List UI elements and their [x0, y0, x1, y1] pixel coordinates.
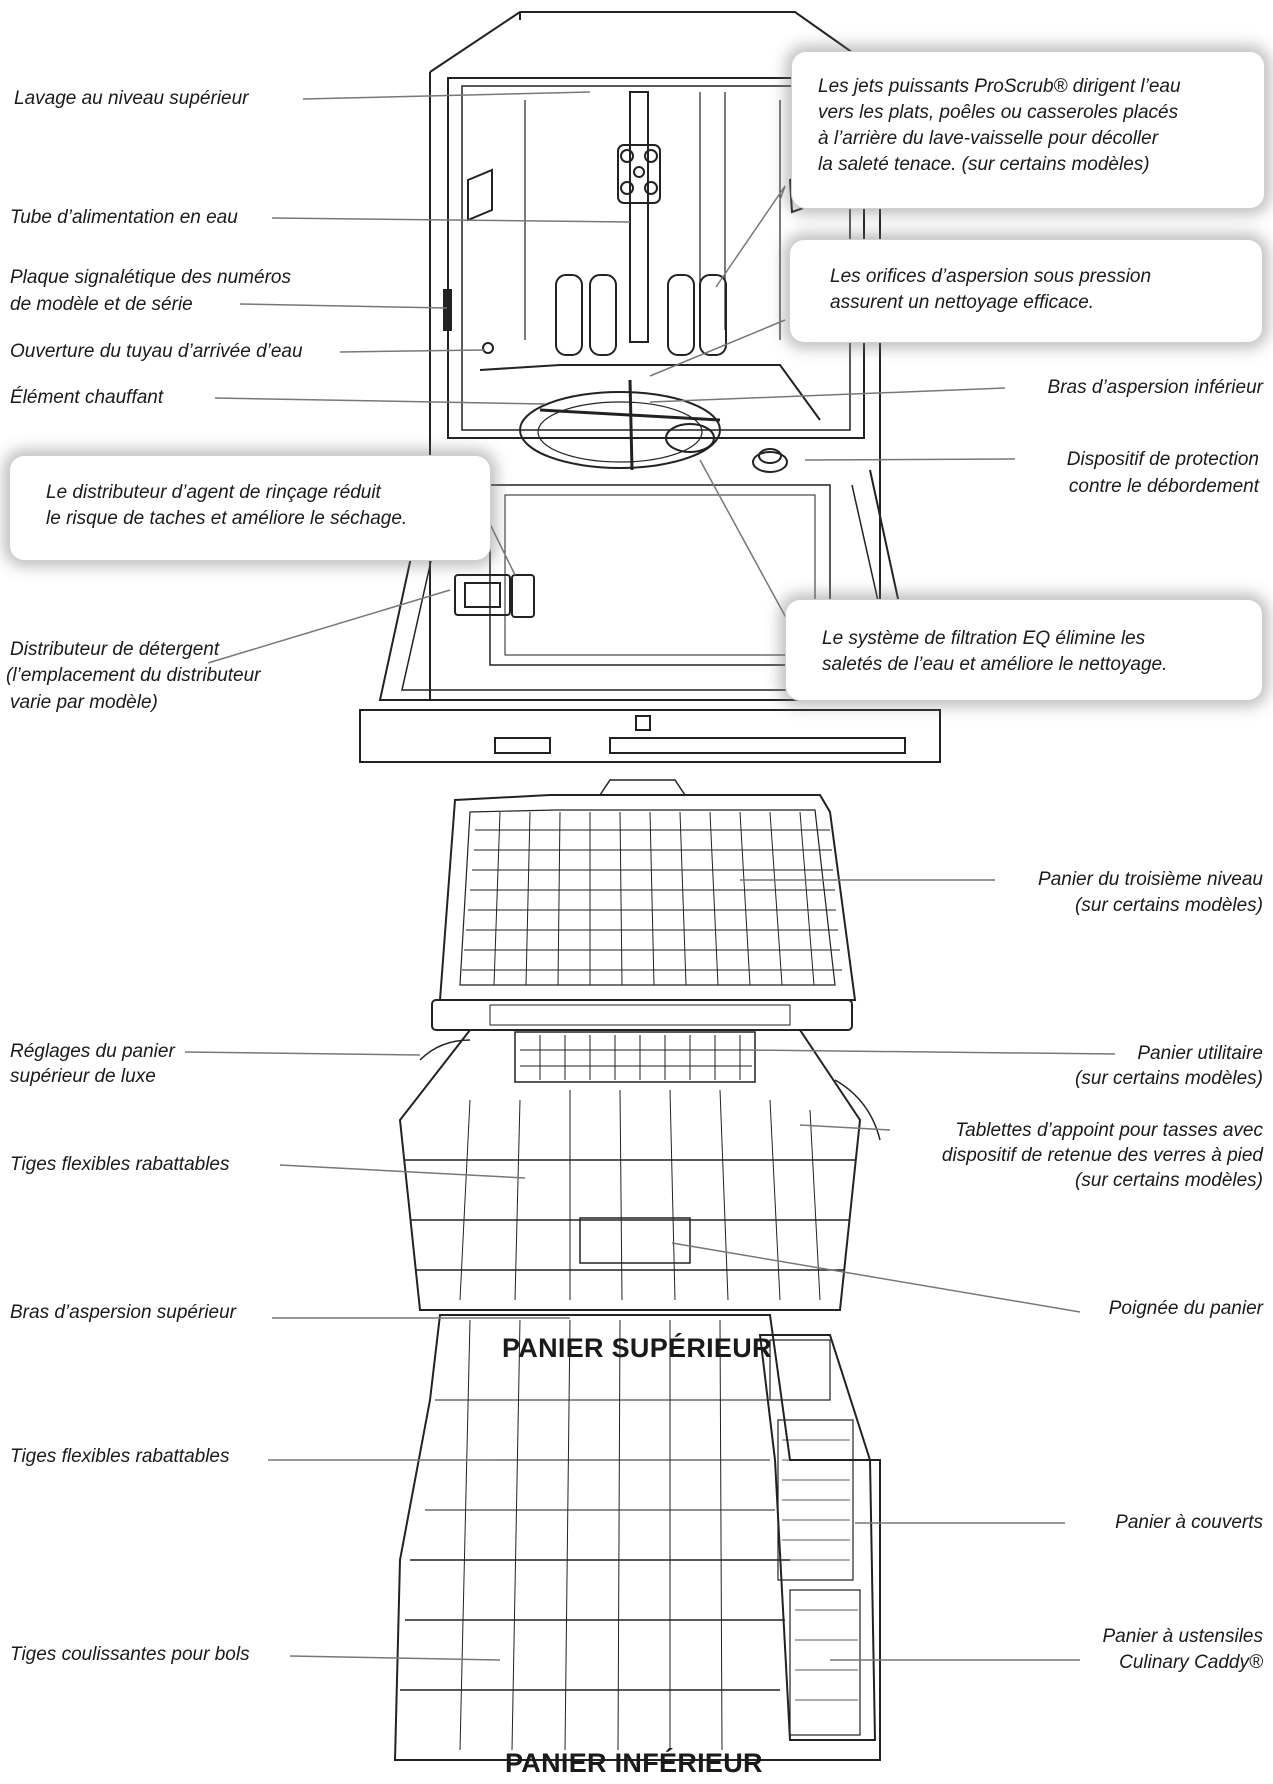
label-upper-spray-arm: Bras d’aspersion supérieur: [10, 1302, 237, 1323]
label-overfill-protector-line1: Dispositif de protection: [1066, 449, 1259, 470]
lower-rack: [393, 1314, 881, 1761]
label-detergent-dispenser-line3: varie par modèle): [10, 692, 158, 713]
leader-lines: [184, 91, 1116, 1661]
callout-rinse-aid: Le distributeur d’agent de rinçage rédui…: [10, 456, 490, 560]
label-upper-rack-adjusters-line1: Réglages du panier: [10, 1041, 175, 1062]
label-utility-basket-line1: Panier utilitaire: [1137, 1043, 1263, 1064]
label-overfill-protector-line2: contre le débordement: [1068, 476, 1259, 497]
callout-filtration: Le système de filtration EQ élimine les …: [786, 600, 1262, 700]
third-level-rack: [431, 779, 857, 1031]
label-cup-shelves-line3: (sur certains modèles): [1075, 1170, 1263, 1191]
label-upper-rack-adjusters-line2: supérieur de luxe: [10, 1066, 156, 1087]
label-cup-shelves-line2: dispositif de retenue des verres à pied: [941, 1145, 1263, 1166]
label-detergent-dispenser-line1: Distributeur de détergent: [10, 639, 220, 660]
label-silverware-basket: Panier à couverts: [1115, 1512, 1263, 1533]
label-sliding-bowl-tines: Tiges coulissantes pour bols: [10, 1644, 250, 1665]
section-title-lower-rack: PANIER INFÉRIEUR: [505, 1748, 763, 1778]
label-rack-handle: Poignée du panier: [1108, 1298, 1263, 1319]
label-culinary-caddy-line2: Culinary Caddy®: [1119, 1652, 1263, 1673]
label-third-level-rack-line1: Panier du troisième niveau: [1038, 869, 1263, 890]
label-culinary-caddy-line1: Panier à ustensiles: [1102, 1626, 1263, 1647]
label-cup-shelves-line1: Tablettes d’appoint pour tasses avec: [955, 1120, 1263, 1141]
callout-spray-orifices: Les orifices d’aspersion sous pression a…: [790, 240, 1262, 342]
label-water-supply-tube: Tube d’alimentation en eau: [10, 207, 238, 228]
upper-rack: [398, 1029, 881, 1311]
label-top-level-wash: Lavage au niveau supérieur: [14, 88, 249, 109]
label-water-inlet-opening: Ouverture du tuyau d’arrivée d’eau: [10, 341, 303, 362]
label-detergent-dispenser-line2: (l’emplacement du distributeur: [6, 665, 261, 686]
label-serial-plate-line1: Plaque signalétique des numéros: [10, 267, 291, 288]
callout-proscrub: Les jets puissants ProScrub® dirigent l’…: [792, 52, 1264, 208]
label-third-level-rack-line2: (sur certains modèles): [1075, 895, 1263, 916]
label-fold-down-tines-lower: Tiges flexibles rabattables: [10, 1446, 230, 1467]
label-serial-plate-line2: de modèle et de série: [10, 294, 193, 315]
label-heating-element: Élément chauffant: [10, 387, 164, 408]
label-fold-down-tines-upper: Tiges flexibles rabattables: [10, 1154, 230, 1175]
label-utility-basket-line2: (sur certains modèles): [1075, 1068, 1263, 1089]
section-title-upper-rack: PANIER SUPÉRIEUR: [502, 1333, 772, 1363]
label-lower-spray-arm: Bras d’aspersion inférieur: [1047, 377, 1263, 398]
